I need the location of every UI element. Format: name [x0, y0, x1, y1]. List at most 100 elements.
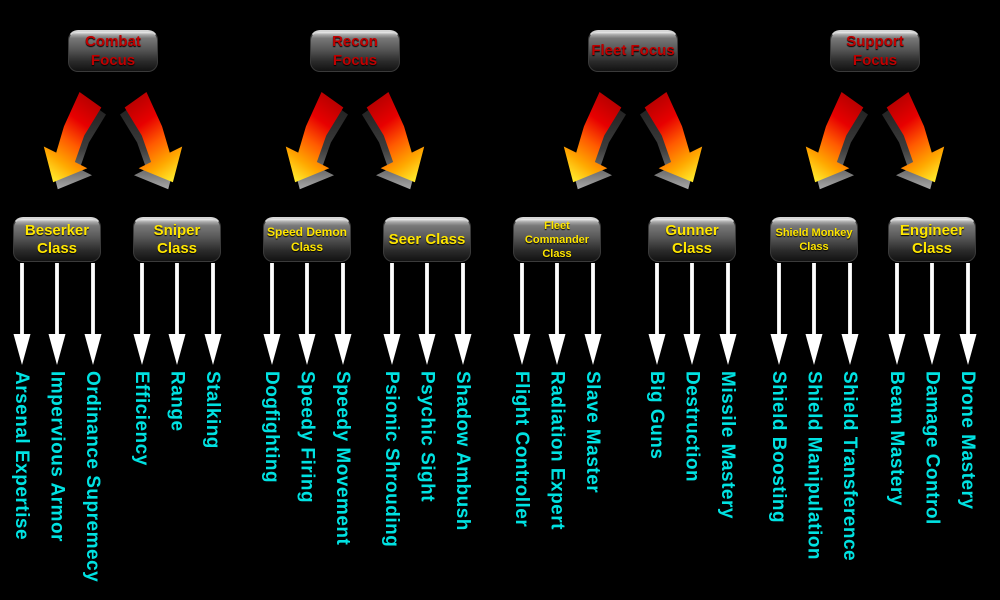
skills-speed-demon: Dogfighting Speedy Firing Speedy Movemen… [255, 263, 359, 545]
skill-label: Destruction [681, 371, 703, 483]
down-arrow-icon [382, 263, 402, 367]
focus-label: Recon Focus [332, 32, 378, 69]
focus-box-combat: Combat Focus [68, 30, 158, 72]
skill-cell: Dogfighting [255, 263, 288, 545]
skills-engineer: Beam Mastery Damage Control Drone Master… [880, 263, 984, 525]
flame-arrow-pair-combat [33, 80, 193, 202]
skill-cell: Psionic Shrouding [375, 263, 408, 547]
skill-label: Psionic Shrouding [381, 371, 402, 548]
skill-label: Range [166, 371, 188, 432]
skill-cell: Flight Controller [505, 263, 538, 530]
skill-cell: Speedy Movement [326, 263, 359, 545]
flame-arrow-pair-fleet [553, 80, 713, 202]
class-box-shield-monkey: Shield Monkey Class [770, 217, 858, 262]
skill-label: Slave Master [582, 371, 603, 494]
skill-cell: Shadow Ambush [446, 263, 479, 547]
class-box-beserker: Beserker Class [13, 217, 101, 262]
down-arrow-icon [583, 263, 603, 367]
class-label: Engineer Class [899, 221, 965, 257]
skill-label: Damage Control [921, 371, 943, 525]
skills-shield-monkey: Shield Boosting Shield Manipulation Shie… [762, 263, 866, 561]
skill-cell: Damage Control [916, 263, 949, 525]
focus-label: Combat Focus [85, 32, 141, 69]
focus-label: Support Focus [846, 32, 904, 69]
down-arrow-icon [922, 263, 942, 367]
skill-cell: Impervious Armor [41, 263, 74, 582]
down-arrow-icon [297, 263, 317, 367]
skill-label: Speedy Firing [296, 371, 318, 504]
skill-cell: Drone Mastery [951, 263, 984, 525]
class-box-engineer: Engineer Class [888, 217, 976, 262]
down-arrow-icon [718, 263, 738, 367]
skill-label: Speedy Movement [332, 371, 353, 546]
down-arrow-icon [887, 263, 907, 367]
skill-label: Efficiency [131, 371, 152, 466]
flame-arrow-pair-recon [275, 80, 435, 202]
down-arrow-icon [769, 263, 789, 367]
flame-arrow-left-icon [798, 80, 868, 202]
skill-label: Shield Transference [839, 371, 860, 562]
skill-cell: Ordinance Supremecy [76, 263, 109, 582]
skill-cell: Destruction [676, 263, 709, 519]
skill-label: Dogfighting [261, 371, 282, 484]
skill-cell: Big Guns [640, 263, 673, 519]
flame-arrow-right-icon [640, 80, 710, 202]
down-arrow-icon [417, 263, 437, 367]
down-arrow-icon [512, 263, 532, 367]
down-arrow-icon [203, 263, 223, 367]
skills-beserker: Arsenal Expertise Impervious Armor Ordin… [5, 263, 109, 582]
class-label: Sniper Class [153, 221, 201, 257]
down-arrow-icon [47, 263, 67, 367]
class-box-speed-demon: Speed Demon Class [263, 217, 351, 262]
class-label: Beserker Class [24, 221, 90, 257]
class-box-seer: Seer Class [383, 217, 471, 262]
skill-label: Stalking [202, 371, 223, 449]
class-label: Seer Class [388, 230, 466, 248]
down-arrow-icon [167, 263, 187, 367]
flame-arrow-right-icon [362, 80, 432, 202]
skill-label: Impervious Armor [46, 371, 68, 542]
flame-arrow-left-icon [278, 80, 348, 202]
class-box-gunner: Gunner Class [648, 217, 736, 262]
skill-cell: Beam Mastery [880, 263, 913, 525]
class-label: Fleet Commander Class [524, 219, 590, 261]
skill-label: Arsenal Expertise [11, 371, 32, 541]
skills-fleet-commander: Flight Controller Radiation Expert Slave… [505, 263, 609, 530]
skill-cell: Efficiency [125, 263, 158, 466]
skill-cell: Psychic Sight [411, 263, 444, 547]
down-arrow-icon [804, 263, 824, 367]
down-arrow-icon [12, 263, 32, 367]
focus-label: Fleet Focus [591, 42, 675, 60]
skills-sniper: Efficiency Range Stalking [125, 263, 229, 466]
class-label: Speed Demon Class [267, 225, 348, 254]
skill-cell: Shield Transference [833, 263, 866, 561]
flame-arrow-pair-support [795, 80, 955, 202]
skill-cell: Arsenal Expertise [5, 263, 38, 582]
skill-label: Big Guns [646, 371, 667, 460]
down-arrow-icon [262, 263, 282, 367]
down-arrow-icon [840, 263, 860, 367]
skill-cell: Stalking [196, 263, 229, 466]
skills-seer: Psionic Shrouding Psychic Sight Shadow A… [375, 263, 479, 547]
flame-arrow-left-icon [556, 80, 626, 202]
down-arrow-icon [132, 263, 152, 367]
focus-box-recon: Recon Focus [310, 30, 400, 72]
skill-label: Psychic Sight [416, 371, 438, 503]
class-box-sniper: Sniper Class [133, 217, 221, 262]
flame-arrow-right-icon [882, 80, 952, 202]
focus-box-support: Support Focus [830, 30, 920, 72]
down-arrow-icon [453, 263, 473, 367]
down-arrow-icon [682, 263, 702, 367]
skill-label: Shadow Ambush [452, 371, 473, 531]
skill-cell: Missile Mastery [711, 263, 744, 519]
skill-label: Beam Mastery [886, 371, 907, 506]
skill-cell: Slave Master [576, 263, 609, 530]
focus-box-fleet: Fleet Focus [588, 30, 678, 72]
class-label: Gunner Class [665, 221, 719, 257]
skill-cell: Range [161, 263, 194, 466]
flame-arrow-right-icon [120, 80, 190, 202]
skill-label: Shield Manipulation [803, 371, 825, 560]
skill-label: Drone Mastery [957, 371, 978, 510]
down-arrow-icon [547, 263, 567, 367]
